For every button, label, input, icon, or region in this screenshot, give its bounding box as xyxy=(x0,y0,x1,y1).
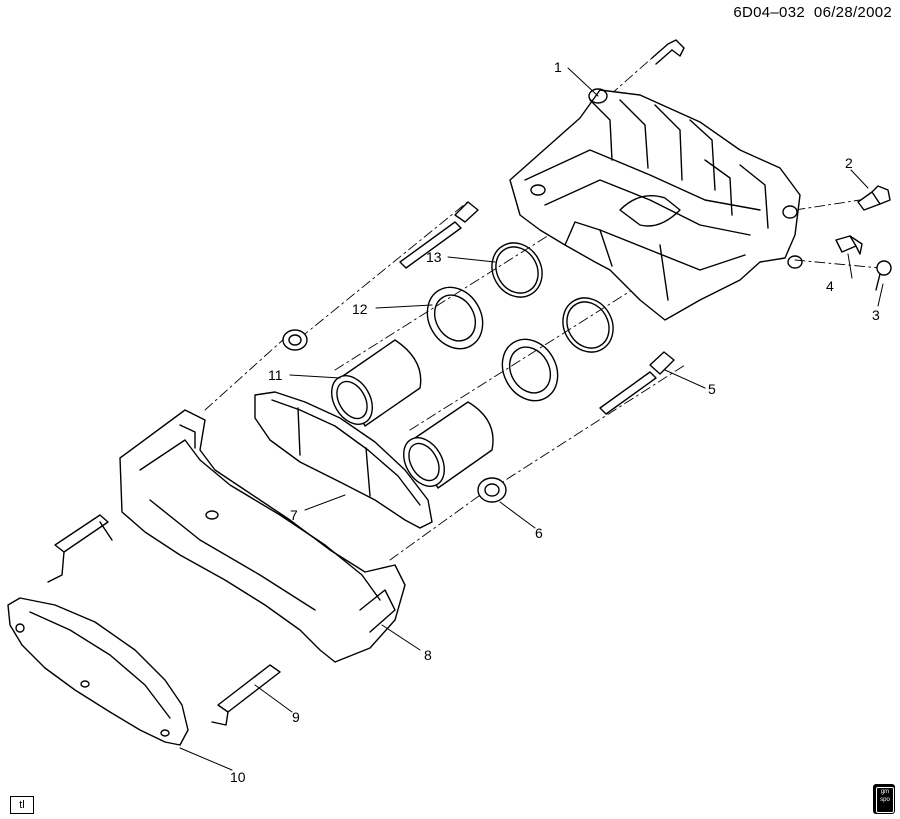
bolt-item-2 xyxy=(857,185,891,211)
callout-4: 4 xyxy=(826,278,834,294)
piston-item-11 xyxy=(331,339,494,489)
assembly-centerlines xyxy=(204,57,881,561)
callout-5: 5 xyxy=(708,381,716,397)
callout-12: 12 xyxy=(352,301,368,317)
caliper-housing xyxy=(509,88,803,321)
gm-spo-logo-inner: gm spo xyxy=(876,787,894,813)
caliper-bolt xyxy=(651,39,685,65)
gm-spo-logo: gm spo xyxy=(873,784,895,814)
footer-tag: tl xyxy=(10,796,34,814)
logo-text-gm: gm xyxy=(880,789,890,795)
callout-7: 7 xyxy=(290,507,298,523)
callout-6: 6 xyxy=(535,525,543,541)
outer-brake-pad-item-10 xyxy=(7,597,189,746)
callout-9: 9 xyxy=(292,709,300,725)
bushing-item-6 xyxy=(282,329,507,503)
callout-8: 8 xyxy=(424,647,432,663)
piston-seal-item-13 xyxy=(491,242,614,353)
callout-10: 10 xyxy=(230,769,246,785)
callout-1: 1 xyxy=(554,59,562,75)
guide-pin-item-5 xyxy=(599,351,675,415)
logo-text-spo: spo xyxy=(880,797,890,803)
leader-lines xyxy=(179,67,884,771)
inner-brake-pad-item-7 xyxy=(254,391,433,529)
dust-boot-item-12 xyxy=(426,286,559,402)
callout-13: 13 xyxy=(426,249,442,265)
caliper-bracket-item-8 xyxy=(119,409,406,663)
callout-3: 3 xyxy=(872,307,880,323)
diagram-code: 6D04–032 xyxy=(733,4,805,21)
bleeder-valve-item-4 xyxy=(835,235,863,255)
bleeder-cap-item-3 xyxy=(875,260,892,291)
callout-2: 2 xyxy=(845,155,853,171)
callout-11: 11 xyxy=(268,367,283,383)
anti-rattle-clip-item-9 xyxy=(47,514,281,726)
callout-numbers: 1 2 3 4 5 6 7 8 9 10 11 12 13 xyxy=(230,59,880,785)
diagram-header: 6D04–032 06/28/2002 xyxy=(733,4,892,21)
guide-pin-left xyxy=(399,201,479,269)
diagram-date: 06/28/2002 xyxy=(813,4,892,21)
